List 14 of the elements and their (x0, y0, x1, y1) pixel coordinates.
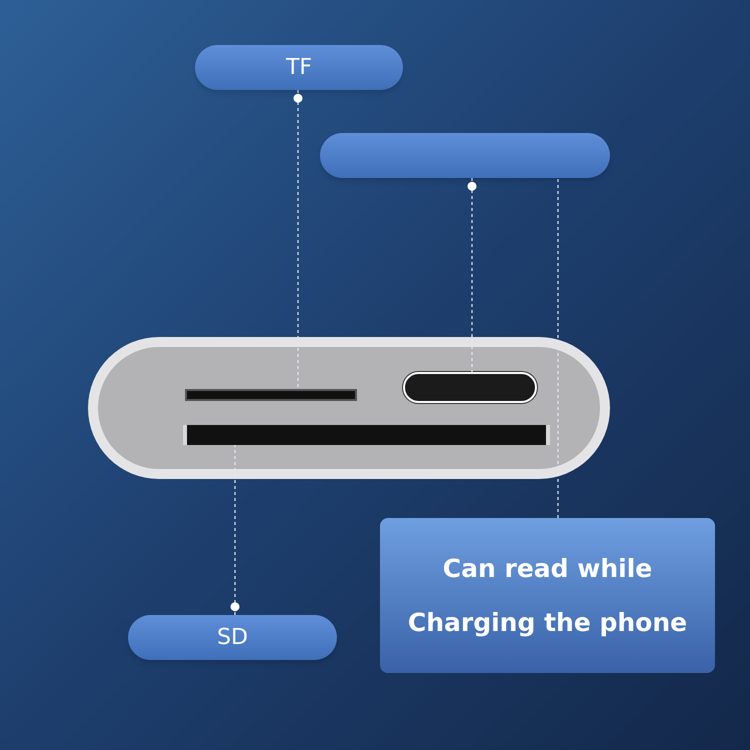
label-text: Can read while Charging the phone (406, 552, 688, 638)
leader-line (294, 90, 302, 389)
label-pill (128, 615, 337, 660)
connector-port (403, 372, 537, 403)
leader-line (230, 445, 240, 615)
callout-box (380, 518, 715, 673)
label-pill (320, 133, 610, 178)
label-pill (195, 45, 403, 90)
leader-line (468, 178, 476, 372)
label-text: TF (286, 54, 312, 82)
label-text: SD (217, 624, 248, 652)
card-slot (183, 425, 550, 445)
leader-line (557, 178, 559, 518)
card-slot (185, 389, 357, 401)
